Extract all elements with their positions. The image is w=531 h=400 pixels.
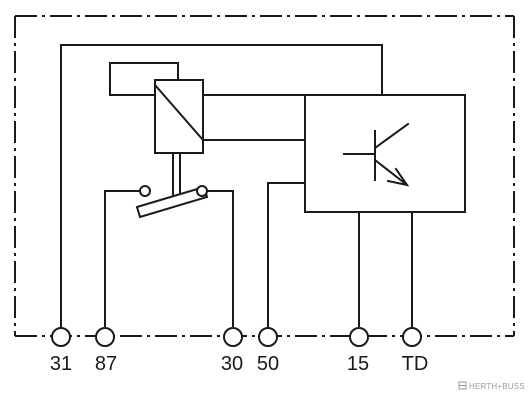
terminal-label-td: TD [402,353,429,375]
terminal-label-50: 50 [257,353,279,375]
terminal-label-87: 87 [95,353,117,375]
watermark: HERTH+BUSS [458,381,525,391]
contact-30-point [196,185,208,197]
transistor-icon [343,122,410,187]
relay-coil-diagonal [153,83,205,142]
control-module-box [304,94,466,213]
terminals [51,327,422,347]
wire-31-ground-loop [60,44,383,327]
watermark-text: HERTH+BUSS [469,382,525,391]
relay-contact [135,185,209,219]
control-module [304,94,466,213]
terminal-label-15: 15 [347,353,369,375]
transistor-emitter [373,158,409,187]
terminal-30[interactable] [223,327,243,347]
terminal-labels: 31 87 30 50 15 TD [50,353,428,375]
transistor-emitter-arrow [386,167,410,187]
transistor-collector [373,122,410,150]
contact-87-point [139,185,151,197]
terminal-label-31: 31 [50,353,72,375]
wire-coil-top-loop [109,62,347,96]
wire-30-to-contact [206,190,234,327]
relay-coil-body [154,79,204,154]
wire-87-to-contact [104,190,143,327]
terminal-td[interactable] [402,327,422,347]
terminal-15[interactable] [349,327,369,347]
terminal-50[interactable] [258,327,278,347]
wire-50-to-module [267,182,306,327]
terminal-87[interactable] [95,327,115,347]
terminal-31[interactable] [51,327,71,347]
relay-coil [153,79,205,154]
terminal-label-30: 30 [221,353,243,375]
relay-armature [135,185,209,219]
